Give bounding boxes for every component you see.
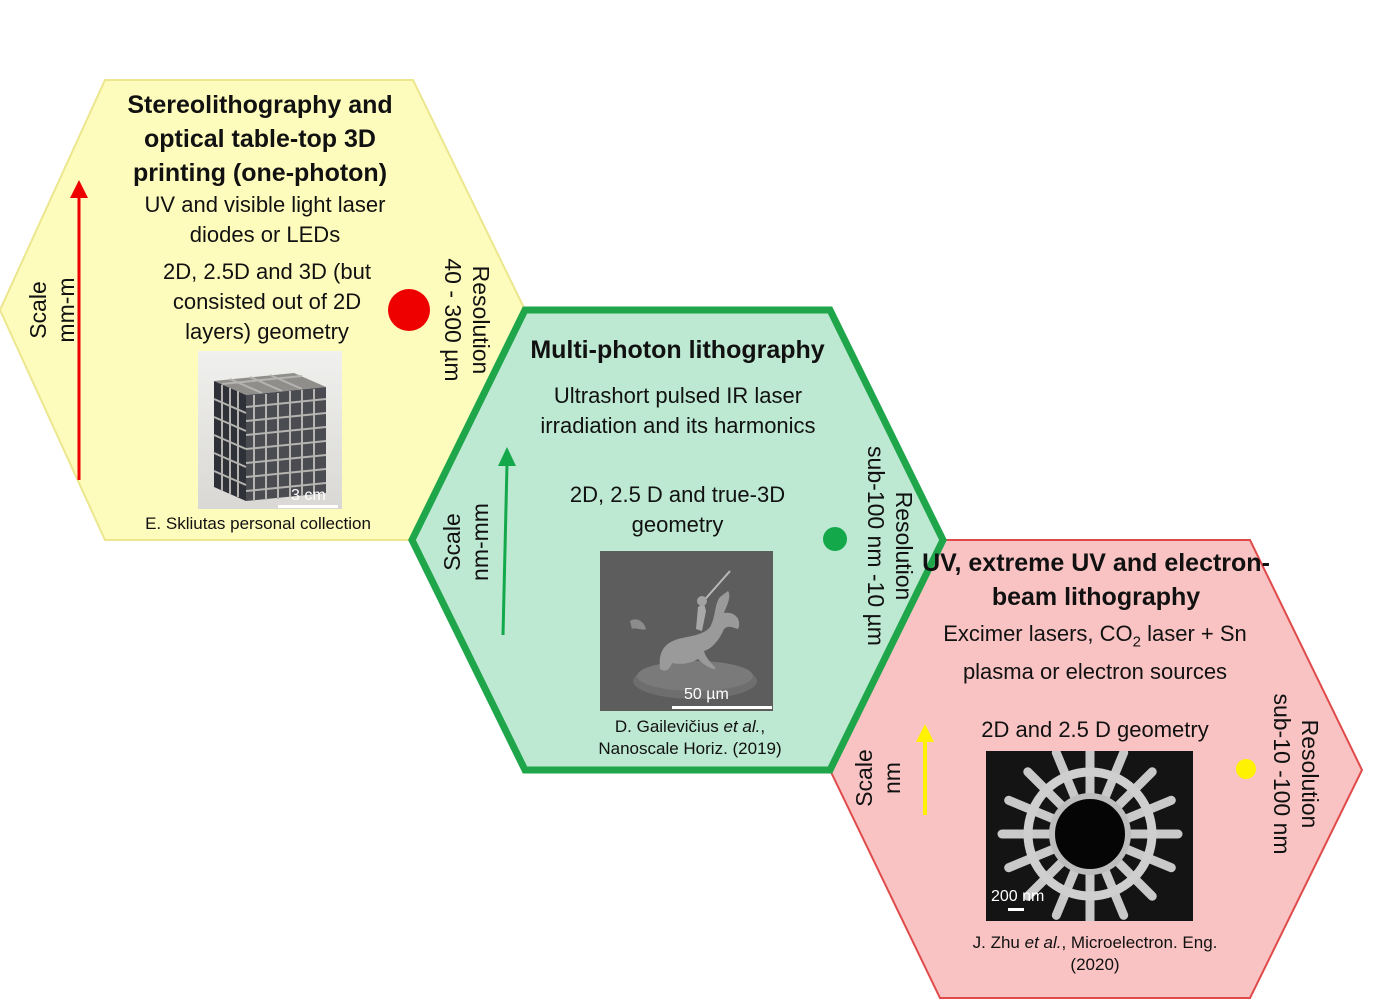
stereolithography-source: UV and visible light laser diodes or LED… [144,192,386,247]
uv-ebeam-title: UV, extreme UV and electron-beam lithogr… [922,549,1270,611]
uv-source-sub: 2 [1132,633,1142,651]
horse-rider-sem-image [600,551,773,711]
mpl-scalebar-label: 50 µm [684,686,729,703]
uv-credit-etal: et al. [1024,933,1062,952]
stereolithography-geometry: 2D, 2.5D and 3D (but consisted out of 2D… [163,259,371,344]
mpl-credit-journal: Nanoscale Horiz. (2019) [598,739,782,758]
stereo-scale-arrow [70,180,88,480]
stereo-resolution-title: Resolution [468,265,494,375]
mpl-resolution-title: Resolution [891,491,917,601]
yellow-resolution-marker [1236,759,1256,779]
multiphoton-title: Multi-photon lithography [530,336,825,364]
uv-ebeam-credit: J. Zhu et al., Microelectron. Eng. (2020… [965,932,1225,976]
uv-ebeam-scale-label: Scale nm [850,728,906,828]
lattice-cube-drawing [213,373,327,501]
mpl-credit-author: D. Gailevičius [614,717,719,736]
uv-scalebar [1008,908,1024,911]
lattice-structure-photo [198,351,342,509]
mpl-scale-arrow [498,447,516,636]
wheel-drawing [986,751,1193,921]
uv-credit-author: J. Zhu [972,933,1020,952]
multiphoton-source: Ultrashort pulsed IR laser irradiation a… [540,383,816,438]
stereolithography-credit: E. Skliutas personal collection [145,514,371,533]
uv-ebeam-resolution-label: Resolution sub-10 -100 nm [1268,684,1324,864]
stereolithography-scale-label: Scale mm-m [24,250,80,370]
stereo-resolution-value: 40 - 300 µm [440,258,466,382]
multiphoton-resolution-label: Resolution sub-100 nm -10 µm [862,436,918,656]
multiphoton-credit: D. Gailevičius et al., Nanoscale Horiz. … [560,716,820,760]
stereo-scale-value: mm-m [53,277,79,343]
mpl-resolution-value: sub-100 nm -10 µm [863,446,889,646]
sem-horse-drawing [600,551,773,711]
uv-scale-value: nm [879,762,905,794]
multiphoton-geometry: 2D, 2.5 D and true-3D geometry [569,482,786,537]
uv-credit-journal: , Microelectron. Eng. (2020) [1061,933,1218,974]
uv-ebeam-source: Excimer lasers, CO2 laser + Sn plasma or… [940,619,1250,687]
uv-ebeam-geometry: 2D and 2.5 D geometry [981,717,1209,742]
mpl-credit-sep: , [760,717,766,736]
stereo-scale-title: Scale [25,281,51,339]
uv-source-pre: Excimer lasers, CO [943,621,1133,646]
stereolithography-resolution-label: Resolution 40 - 300 µm [439,236,495,404]
uv-scale-arrow [916,724,934,815]
uv-source-post: laser + Sn plasma or electron sources [962,621,1247,685]
red-resolution-marker [388,289,430,331]
uv-scalebar-label: 200 nm [991,888,1045,905]
uv-resolution-value: sub-10 -100 nm [1269,693,1295,855]
wheel-outer-ring [1023,767,1157,901]
stereo-scalebar-label: 3 cm [291,487,326,504]
multiphoton-hexagon [408,306,947,774]
uv-scale-title: Scale [851,749,877,807]
mpl-scale-title: Scale [439,513,465,571]
stereo-scalebar [278,505,338,508]
green-resolution-marker [823,527,847,551]
mpl-credit-etal: et al. [723,717,761,736]
mpl-scalebar [672,706,772,709]
uv-resolution-title: Resolution [1297,719,1323,829]
stereolithography-title: Stereolithography and optical table-top … [127,91,393,187]
wheel-inner-ring [1049,793,1131,875]
multiphoton-scale-label: Scale nm-mm [438,482,494,602]
mpl-scale-value: nm-mm [467,503,493,581]
wheel-nanostructure-image [986,751,1193,921]
